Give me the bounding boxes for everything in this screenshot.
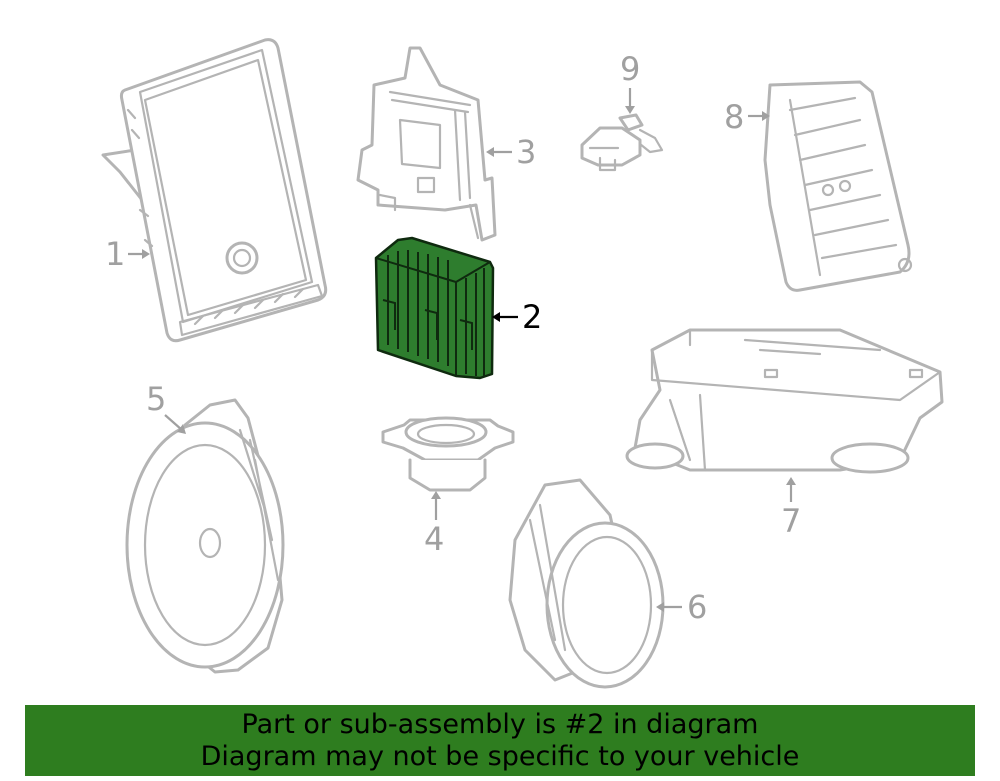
svg-text:8: 8 xyxy=(724,98,744,136)
callout-4[interactable]: 4 xyxy=(424,491,444,558)
svg-text:2: 2 xyxy=(522,298,542,336)
callout-3[interactable]: 3 xyxy=(486,133,536,171)
callout-5[interactable]: 5 xyxy=(146,380,186,434)
svg-text:4: 4 xyxy=(424,520,444,558)
part-3-bracket[interactable] xyxy=(356,46,497,242)
part-4-tweeter[interactable] xyxy=(381,416,515,492)
callout-7[interactable]: 7 xyxy=(781,477,801,540)
part-5-speaker[interactable] xyxy=(125,398,285,674)
part-1-display[interactable] xyxy=(101,38,328,343)
part-9-sensor[interactable] xyxy=(580,113,664,172)
callout-9[interactable]: 9 xyxy=(620,50,640,114)
part-8-housing[interactable] xyxy=(763,80,913,292)
banner-line-1: Part or sub-assembly is #2 in diagram xyxy=(241,709,759,740)
svg-text:3: 3 xyxy=(516,133,536,171)
banner-line-2: Diagram may not be specific to your vehi… xyxy=(200,741,800,772)
part-7-enclosure[interactable] xyxy=(625,328,944,474)
svg-text:1: 1 xyxy=(105,235,125,273)
svg-text:5: 5 xyxy=(146,380,166,418)
info-banner: Part or sub-assembly is #2 in diagram Di… xyxy=(25,705,975,776)
part-2-amplifier[interactable] xyxy=(374,236,495,380)
callout-8[interactable]: 8 xyxy=(724,98,770,136)
svg-text:7: 7 xyxy=(781,502,801,540)
callout-2[interactable]: 2 xyxy=(492,298,542,336)
part-6-speaker[interactable] xyxy=(508,478,665,689)
svg-text:6: 6 xyxy=(687,588,707,626)
callout-1[interactable]: 1 xyxy=(105,235,150,273)
parts-diagram: 1 2 3 4 5 6 7 xyxy=(101,38,944,689)
callouts: 1 2 3 4 5 6 7 xyxy=(105,50,801,626)
callout-6[interactable]: 6 xyxy=(656,588,707,626)
svg-text:9: 9 xyxy=(620,50,640,88)
